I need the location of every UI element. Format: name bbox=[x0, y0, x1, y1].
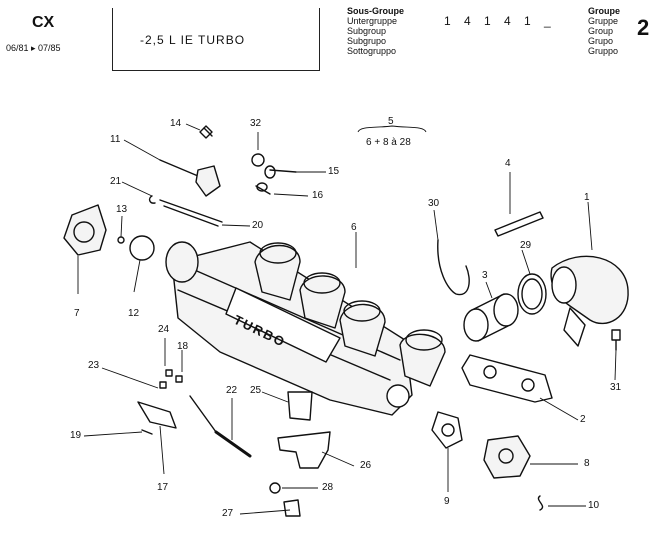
callout-2: 2 bbox=[580, 414, 586, 425]
callout-18: 18 bbox=[177, 341, 189, 352]
group-label-it: Gruppo bbox=[588, 46, 619, 56]
callout-32: 32 bbox=[250, 118, 262, 129]
part-12-gasket bbox=[129, 235, 155, 261]
callout-14: 14 bbox=[170, 118, 182, 129]
part-7-plate bbox=[63, 204, 107, 256]
callout-16: 16 bbox=[312, 190, 324, 201]
callout-28: 28 bbox=[322, 482, 334, 493]
callout-22: 22 bbox=[226, 385, 238, 396]
callout-20: 20 bbox=[252, 220, 264, 231]
model-code: CX bbox=[32, 14, 55, 31]
engine-label: -2,5 L IE TURBO bbox=[140, 33, 246, 47]
callout-30: 30 bbox=[428, 198, 440, 209]
callout-26: 26 bbox=[360, 460, 372, 471]
callout-25: 25 bbox=[250, 385, 262, 396]
subgroup-label-it: Sottogruppo bbox=[347, 46, 397, 56]
callout-5-range: 6 + 8 à 28 bbox=[366, 137, 411, 148]
subgroup-label-en: Subgroup bbox=[347, 26, 387, 36]
subgroup-label-de: Untergruppe bbox=[347, 16, 398, 26]
callout-8: 8 bbox=[584, 458, 590, 469]
callout-10: 10 bbox=[588, 500, 600, 511]
engine-box bbox=[112, 8, 320, 71]
callout-29: 29 bbox=[520, 240, 532, 251]
group-label-fr: Groupe bbox=[588, 6, 621, 16]
callout-23: 23 bbox=[88, 360, 100, 371]
group-label-de: Gruppe bbox=[588, 16, 619, 26]
callout-1: 1 bbox=[584, 192, 590, 203]
subgroup-number: 1 4 1 4 1 _ bbox=[444, 14, 556, 28]
production-dates: 06/81 ▸ 07/85 bbox=[6, 43, 61, 53]
callout-7: 7 bbox=[74, 308, 80, 319]
callout-12: 12 bbox=[128, 308, 140, 319]
callout-13: 13 bbox=[116, 204, 128, 215]
callout-15: 15 bbox=[328, 166, 340, 177]
callout-5: 5 bbox=[388, 116, 394, 127]
callout-24: 24 bbox=[158, 324, 170, 335]
callout-11: 11 bbox=[110, 134, 121, 145]
callout-21: 21 bbox=[110, 176, 122, 187]
group-number: 2 bbox=[637, 15, 650, 40]
group-label-en: Group bbox=[588, 26, 614, 36]
callout-19: 19 bbox=[70, 430, 82, 441]
part-2-gasket bbox=[461, 354, 553, 403]
throttle-flange bbox=[165, 241, 199, 283]
callout-27: 27 bbox=[222, 508, 234, 519]
callout-6: 6 bbox=[351, 222, 357, 233]
callout-3: 3 bbox=[482, 270, 488, 281]
callout-17: 17 bbox=[157, 482, 169, 493]
group-label-es: Grupo bbox=[588, 36, 614, 46]
subgroup-label-fr: Sous-Groupe bbox=[347, 6, 405, 16]
subgroup-label-es: Subgrupo bbox=[347, 36, 387, 46]
turbo-badge-frame bbox=[225, 287, 341, 363]
callout-9: 9 bbox=[444, 496, 450, 507]
callout-4: 4 bbox=[505, 158, 511, 169]
callout-31: 31 bbox=[610, 382, 622, 393]
